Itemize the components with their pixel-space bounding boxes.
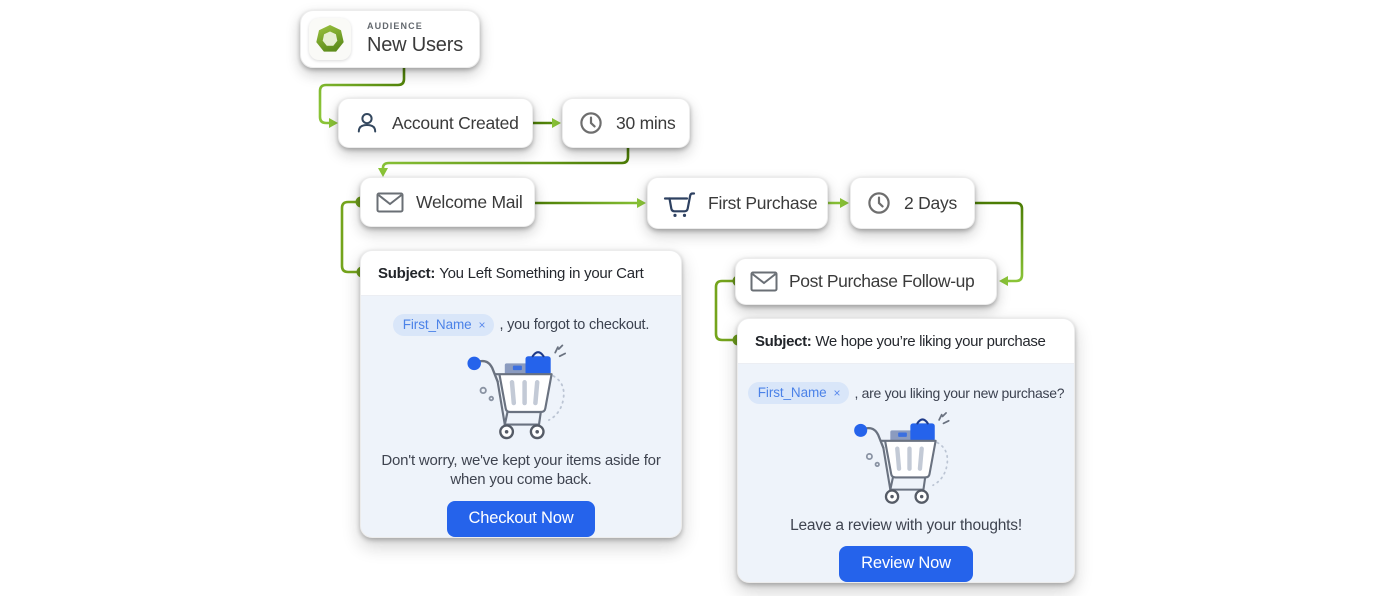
greeting-row: First_Name × , are you liking your new p… xyxy=(747,382,1065,404)
email-body-text: Leave a review with your thoughts! xyxy=(790,517,1022,534)
wire-postpurchase-to-preview xyxy=(714,279,739,342)
greeting-row: First_Name × , you forgot to checkout. xyxy=(392,314,650,336)
greeting-text: , are you liking your new purchase? xyxy=(854,385,1065,401)
review-now-button[interactable]: Review Now xyxy=(839,546,973,582)
subject-label: Subject: xyxy=(378,265,436,282)
wire-30mins-to-welcome xyxy=(381,146,630,170)
clock-icon xyxy=(580,112,602,134)
checkout-now-button[interactable]: Checkout Now xyxy=(446,500,596,537)
node-label: 30 mins xyxy=(616,112,676,133)
node-label: First Purchase xyxy=(708,192,818,213)
merge-tag-label: First_Name xyxy=(757,385,827,400)
audience-title: New Users xyxy=(367,33,463,56)
audience-badge-icon xyxy=(309,18,351,60)
email-body: First_Name × , are you liking your new p… xyxy=(738,364,1074,582)
node-label: Post Purchase Follow-up xyxy=(789,271,975,291)
merge-tag-label: First_Name xyxy=(402,317,472,332)
wire-welcome-to-preview xyxy=(340,200,362,274)
node-first-purchase[interactable]: First Purchase xyxy=(647,177,828,229)
subject-text: We hope you’re liking your purchase xyxy=(815,333,1046,350)
arrow-icon xyxy=(637,198,646,208)
mail-icon xyxy=(376,192,404,212)
merge-tag-first-name[interactable]: First_Name × xyxy=(392,314,495,336)
clock-icon xyxy=(868,192,890,214)
user-icon xyxy=(357,113,377,133)
email-subject-line: Subject:We hope you’re liking your purch… xyxy=(738,319,1074,364)
node-wait-30-mins[interactable]: 30 mins xyxy=(562,98,690,148)
email-preview-post-purchase: Subject:We hope you’re liking your purch… xyxy=(737,318,1075,583)
node-label: Welcome Mail xyxy=(416,191,523,212)
email-preview-cart-abandon: Subject:You Left Something in your Cart … xyxy=(360,250,682,538)
subject-label: Subject: xyxy=(755,333,812,350)
email-subject-line: Subject:You Left Something in your Cart xyxy=(361,251,681,296)
node-welcome-mail[interactable]: Welcome Mail xyxy=(360,177,535,227)
node-label: 2 Days xyxy=(904,192,957,213)
node-post-purchase-followup[interactable]: Post Purchase Follow-up xyxy=(735,258,997,305)
mail-icon xyxy=(750,271,778,292)
node-wait-2-days[interactable]: 2 Days xyxy=(850,177,975,229)
remove-tag-icon[interactable]: × xyxy=(833,385,841,400)
cart-icon xyxy=(663,191,696,217)
audience-node[interactable]: AUDIENCE New Users xyxy=(300,10,480,68)
email-body-text: Don't worry, we've kept your items aside… xyxy=(381,452,661,488)
email-body: First_Name × , you forgot to checkout. xyxy=(361,296,681,537)
node-account-created[interactable]: Account Created xyxy=(338,98,533,148)
audience-kicker: AUDIENCE xyxy=(367,21,423,32)
arrow-icon xyxy=(552,118,561,128)
cart-illustration xyxy=(467,344,566,440)
node-label: Account Created xyxy=(392,112,519,133)
subject-text: You Left Something in your Cart xyxy=(439,265,644,282)
arrow-icon xyxy=(999,276,1008,286)
arrow-icon xyxy=(840,198,849,208)
arrow-icon xyxy=(378,168,388,177)
arrow-icon xyxy=(329,118,338,128)
greeting-text: , you forgot to checkout. xyxy=(499,317,650,333)
cart-illustration xyxy=(854,412,950,504)
merge-tag-first-name[interactable]: First_Name × xyxy=(747,382,850,404)
remove-tag-icon[interactable]: × xyxy=(478,317,486,332)
